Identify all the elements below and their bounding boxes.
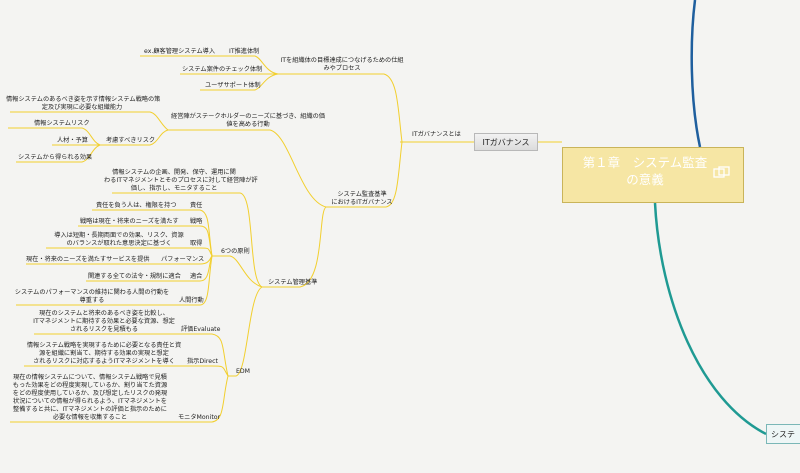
link-B-mgmt — [168, 129, 327, 208]
edm-name-3[interactable]: モニタMonitor — [178, 414, 221, 421]
itgov-label[interactable]: ITガバナンスとは — [412, 131, 461, 138]
link-B-C — [262, 206, 327, 288]
branch-a-check[interactable]: システム案件のチェック体制 — [182, 66, 263, 73]
e1-desc-line3: されるリスクを見積もる — [69, 326, 139, 333]
link-B-mgmt-risk — [100, 129, 169, 146]
p6-desc-line2: 尊重する — [79, 297, 105, 304]
link-risk-1 — [8, 127, 101, 146]
link-label-branchB — [326, 141, 403, 208]
principle-desc-4[interactable]: 現在・将来のニーズを満たすサービスを提供 — [26, 256, 150, 263]
link-C-edm — [228, 286, 263, 377]
edm-name-1[interactable]: 評価Evaluate — [181, 326, 221, 333]
central-title-line2: の意義 — [626, 172, 664, 187]
ability-line1: 情報システムのあるべき姿を示す情報システム戦略の策 — [6, 96, 161, 103]
mgmt-role-line2: 値を高める行動 — [226, 121, 270, 128]
principle-name-6[interactable]: 人間行動 — [179, 297, 204, 304]
branch-a-support[interactable]: ユーザサポート体制 — [205, 82, 261, 89]
branch-c-intro[interactable]: 情報システムの企画、開発、保守、運用に関 わるITマネジメントとそのプロセスに対… — [104, 169, 258, 193]
branch-a-title[interactable]: ITを組織体の目標達成につなげるための仕組 みやプロセス — [272, 57, 412, 73]
branch-b-mgmt-role[interactable]: 経営陣がステークホルダーのニーズに基づき、組織の価 値を高める行動 — [168, 113, 328, 129]
e3-desc-line5: 整備すると共に、ITマネジメントの評価と指示のために — [13, 406, 167, 413]
link-six-6 — [178, 255, 213, 306]
e3-desc-line4: 状況についての情報が得られるよう、ITマネジメントを — [13, 398, 167, 405]
link-B-mgmt-ability — [10, 111, 169, 131]
p3-desc-line1: 導入は短期・長期両面での効果、リスク、資源 — [54, 232, 184, 239]
intro-line2: わるITマネジメントとそのプロセスに対して経営陣が評 — [104, 177, 258, 184]
link-edm-3 — [176, 375, 229, 423]
principle-name-5[interactable]: 適合 — [190, 273, 203, 280]
e3-desc-line2: もった効果をどの程度実現しているか、割り当てた資源 — [12, 382, 168, 389]
link-A-support — [200, 73, 279, 91]
link-label-branchA — [278, 73, 403, 143]
intro-line1: 情報システムの企画、開発、保守、運用に関 — [112, 169, 236, 176]
link-edm-1 — [180, 333, 229, 377]
principle-desc-3[interactable]: 導入は短期・長期両面での効果、リスク、資源 のバランスが取れた意思決定に基づく — [44, 232, 194, 248]
branch-b-title-line1: システム監査基準 — [337, 191, 387, 198]
link-C-six — [212, 255, 263, 288]
branch-b-title[interactable]: システム監査基準 におけるITガバナンス — [322, 191, 402, 207]
risk-item-2[interactable]: 人材・予算 — [57, 137, 88, 144]
link-edm-2 — [186, 365, 229, 377]
e3-desc-line1: 現在の情報システムについて、情報システム戦略で見積 — [13, 374, 167, 381]
principle-desc-1[interactable]: 責任を負う人は、権限を持つ — [96, 202, 177, 209]
branch-b-ability[interactable]: 情報システムのあるべき姿を示す情報システム戦略の策 定及び実現に必要な組織能力 — [6, 96, 161, 112]
notes-icon — [713, 166, 730, 178]
principle-name-3[interactable]: 取得 — [190, 240, 203, 247]
branch-a-title-line1: ITを組織体の目標達成につなげるための仕組 — [280, 57, 404, 64]
ability-line2: 定及び実現に必要な組織能力 — [41, 104, 123, 111]
e2-desc-line2: 源を組織に割当て、期待する効果の実現と想定 — [39, 350, 169, 357]
central-title: 第１章 システム監査 の意義 — [563, 154, 727, 188]
principle-name-4[interactable]: パフォーマンス — [161, 256, 205, 263]
six-principles[interactable]: 6つの原則 — [221, 248, 250, 255]
principle-desc-5[interactable]: 関連する全ての法令・規制に適合 — [88, 273, 181, 280]
principle-name-2[interactable]: 戦略 — [190, 218, 203, 225]
edm-desc-1[interactable]: 現在のシステムと将来のあるべき姿を比較し、 ITマネジメントに期待する効果と必要… — [28, 310, 180, 334]
link-six-3 — [190, 247, 213, 257]
principle-desc-6[interactable]: システムのパフォーマンスの維持に関わる人間の行動を 尊重する — [14, 289, 170, 305]
right-branch-node[interactable]: システ — [766, 424, 800, 444]
link-C-intro — [112, 192, 263, 288]
risk-item-1[interactable]: 情報システムリスク — [34, 120, 90, 127]
link-central-upper — [690, 0, 702, 148]
principle-desc-2[interactable]: 戦略は現在・将来のニーズを満たす — [80, 218, 179, 225]
branch-b-risk-title[interactable]: 考慮すべきリスク — [106, 137, 156, 144]
branch-b-title-line2: におけるITガバナンス — [331, 199, 393, 206]
edm-node[interactable]: EDM — [236, 368, 251, 375]
p3-desc-line2: のバランスが取れた意思決定に基づく — [66, 240, 172, 247]
edm-desc-3[interactable]: 現在の情報システムについて、情報システム戦略で見積 もった効果をどの程度実現して… — [8, 374, 172, 422]
e2-desc-line1: 情報システム戦略を実現するために必要となる責任と資 — [26, 342, 182, 349]
branch-a-title-line2: みやプロセス — [323, 65, 361, 72]
principle-name-1[interactable]: 責任 — [190, 202, 203, 209]
risk-item-3[interactable]: システムから得られる効果 — [18, 154, 93, 161]
branch-c-title[interactable]: システム管理基準 — [268, 279, 318, 286]
e3-desc-line6: 必要な情報を収集すること — [52, 414, 128, 421]
e2-desc-line3: されるリスクに対応するようITマネジメントを導く — [33, 358, 175, 365]
edm-name-2[interactable]: 指示Direct — [187, 358, 218, 365]
main-branch-itgov[interactable]: ITガバナンス — [474, 133, 538, 151]
branch-a-promote[interactable]: IT推進体制 — [229, 48, 260, 55]
mgmt-role-line1: 経営陣がステークホルダーのニーズに基づき、組織の価 — [171, 113, 325, 120]
link-central-lower — [653, 202, 767, 436]
e3-desc-line3: をどの程度使用しているか、及び想定したリスクの発現 — [12, 390, 168, 397]
edm-desc-2[interactable]: 情報システム戦略を実現するために必要となる責任と資 源を組織に割当て、期待する効… — [22, 342, 186, 366]
e1-desc-line2: ITマネジメントに期待する効果と必要な資源、想定 — [33, 318, 175, 325]
central-title-line1: 第１章 システム監査 — [582, 155, 708, 170]
e1-desc-line1: 現在のシステムと将来のあるべき姿を比較し、 — [39, 310, 169, 317]
central-topic[interactable]: 第１章 システム監査 の意義 — [562, 147, 744, 203]
branch-a-promote-example[interactable]: ex.顧客管理システム導入 — [144, 48, 216, 55]
link-six-2 — [190, 225, 213, 257]
p6-desc-line1: システムのパフォーマンスの維持に関わる人間の行動を — [14, 289, 170, 296]
link-A-promote — [200, 55, 279, 75]
intro-line3: 価し、指示し、モニタすること — [130, 185, 218, 192]
link-risk-3 — [16, 144, 101, 163]
link-six-5 — [190, 255, 213, 282]
